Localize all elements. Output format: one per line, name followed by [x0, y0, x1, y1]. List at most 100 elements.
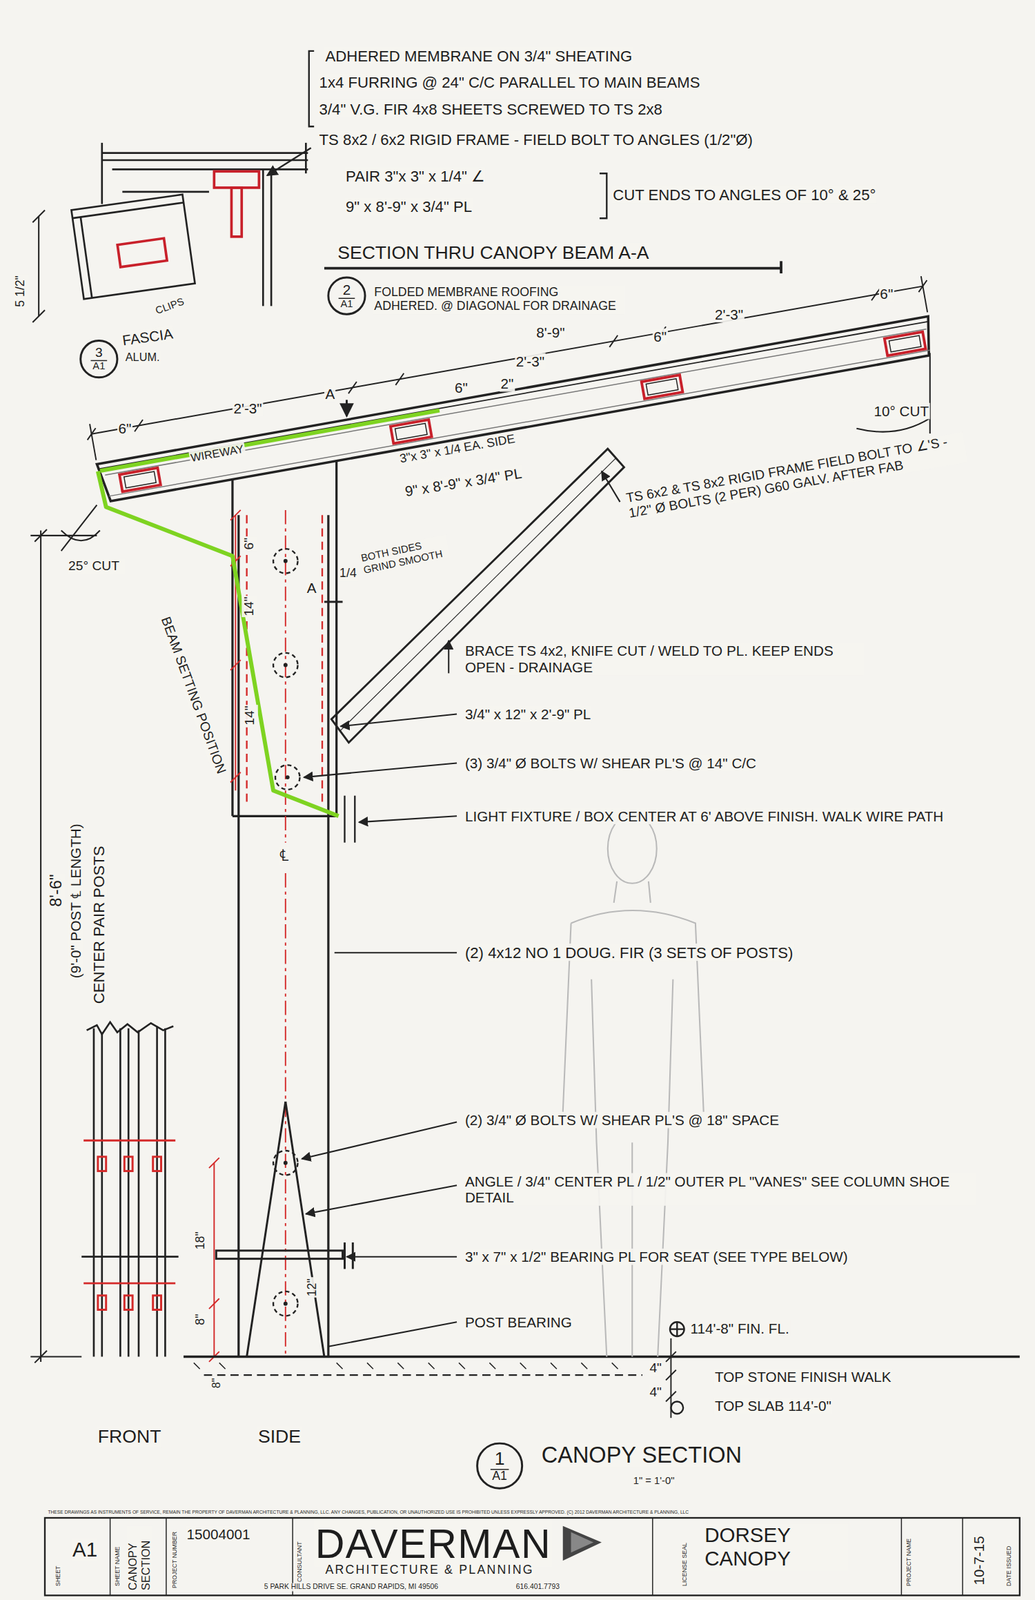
beam-section-sketch — [102, 142, 309, 306]
beam-section-sketch — [102, 159, 309, 162]
note-bracket — [309, 51, 314, 127]
drawing-title: CANOPY SECTION — [540, 1442, 743, 1468]
post-front — [155, 1026, 159, 1357]
leader-line — [328, 1321, 457, 1346]
elevation-marker — [669, 1321, 685, 1414]
dimension: 2'-3" — [514, 352, 546, 370]
shear-plate — [124, 1156, 133, 1171]
dimension-line — [91, 286, 924, 435]
dimension-line — [30, 1355, 82, 1357]
dimension: 6" — [652, 328, 668, 345]
post-front — [86, 1021, 174, 1035]
scale-figure — [591, 979, 673, 1357]
shear-plate — [153, 1156, 162, 1171]
note: 1/4 — [338, 567, 359, 581]
dimension: 6" — [454, 379, 470, 397]
title-block — [901, 1517, 902, 1595]
callout-circle: 1A1 — [476, 1442, 524, 1489]
column-shoe — [351, 1242, 354, 1269]
post-side — [232, 460, 337, 1357]
purlin-tube — [884, 331, 926, 357]
light-fixture — [353, 795, 356, 843]
dimension: 5 1/2" — [14, 274, 29, 309]
dimension-line — [234, 514, 236, 791]
wire-path — [100, 410, 440, 471]
leader-line — [346, 1255, 457, 1258]
bolt-center — [283, 558, 288, 564]
hidden-line — [245, 514, 248, 806]
center-line-symbol: ℄ — [278, 846, 290, 866]
brace — [340, 458, 617, 731]
disclaimer: THESE DRAWINGS AS INSTRUMENTS OF SERVICE… — [46, 1509, 690, 1515]
purlin-tube-core — [395, 422, 428, 440]
leader-line — [601, 471, 621, 502]
finish-floor — [204, 1373, 643, 1376]
beam-section-sketch — [262, 169, 265, 306]
column-shoe — [343, 1242, 346, 1269]
note-bracket — [267, 147, 312, 176]
scale-figure — [563, 910, 704, 1112]
leader-line — [340, 713, 457, 726]
logo-mark — [563, 1525, 602, 1561]
note: ANGLE / 3/4" CENTER PL / 1/2" OUTER PL "… — [463, 1173, 976, 1207]
bolt-symbol — [273, 652, 298, 677]
project-number: 15004001 — [185, 1525, 252, 1543]
scale-figure — [614, 881, 651, 903]
sheet-reference: A1 — [90, 360, 107, 372]
post-front — [164, 1028, 167, 1357]
note: TS 8x2 / 6x2 RIGID FRAME - FIELD BOLT TO… — [318, 130, 754, 148]
column-shoe — [285, 1101, 325, 1356]
scale-figure — [607, 813, 657, 883]
dimension: 8" — [193, 1312, 208, 1326]
logo-mark — [563, 1525, 602, 1561]
shear-plate — [83, 1139, 176, 1142]
date-issued: 10-7-15 — [970, 1534, 988, 1586]
note: POST BEARING — [463, 1313, 573, 1330]
note: BEAM SETTING POSITION — [157, 614, 230, 777]
dimension-line — [230, 509, 241, 783]
fascia-detail — [72, 202, 184, 219]
note: 25° CUT — [67, 558, 126, 575]
note-bracket — [779, 260, 783, 274]
post-front — [138, 1030, 141, 1357]
bolt-center — [283, 1160, 288, 1165]
section-cut-mark — [324, 600, 343, 603]
leader-line — [305, 1184, 457, 1214]
dimension-line — [30, 529, 97, 1363]
finish-floor — [193, 1362, 619, 1369]
title-block — [44, 1517, 1020, 1595]
hidden-line — [321, 514, 323, 806]
wire-path — [97, 471, 339, 817]
dimension-line — [32, 209, 45, 223]
note: BRACE TS 4x2, KNIFE CUT / WELD TO PL. KE… — [463, 642, 864, 676]
leader-line — [358, 815, 457, 822]
dimension: 2'-3" — [232, 399, 263, 417]
note: BOTH SIDES GRIND SMOOTH — [358, 534, 451, 576]
note: 3/4" x 12" x 2'-9" PL — [463, 705, 592, 723]
post-front — [127, 1028, 130, 1357]
dimension: 6" — [241, 536, 257, 551]
note: CUT ENDS TO ANGLES OF 10° & 25° — [612, 185, 877, 203]
dimension-line — [37, 215, 40, 317]
angle-mark — [61, 352, 931, 551]
wire-path — [97, 471, 339, 817]
dimension: 12" — [305, 1277, 320, 1298]
note: (2) 4x12 NO 1 DOUG. FIR (3 SETS OF POSTS… — [463, 943, 794, 961]
post-front — [119, 1028, 122, 1357]
bolt-center — [283, 663, 288, 668]
post-side — [335, 460, 338, 816]
column-shoe — [215, 1101, 353, 1356]
light-fixture — [343, 795, 345, 843]
fascia-detail — [117, 238, 167, 268]
sheet-name: CANOPY SECTION — [126, 1525, 152, 1592]
shear-plate — [97, 1295, 107, 1310]
center-line — [284, 872, 287, 1356]
purlin-tube — [390, 419, 432, 444]
post-front — [93, 1028, 96, 1357]
dimension: 14" — [242, 704, 259, 726]
title-block — [165, 1517, 167, 1595]
dimension: 6" — [117, 420, 133, 437]
note: 3/4" V.G. FIR 4x8 SHEETS SCREWED TO TS 2… — [318, 100, 664, 118]
